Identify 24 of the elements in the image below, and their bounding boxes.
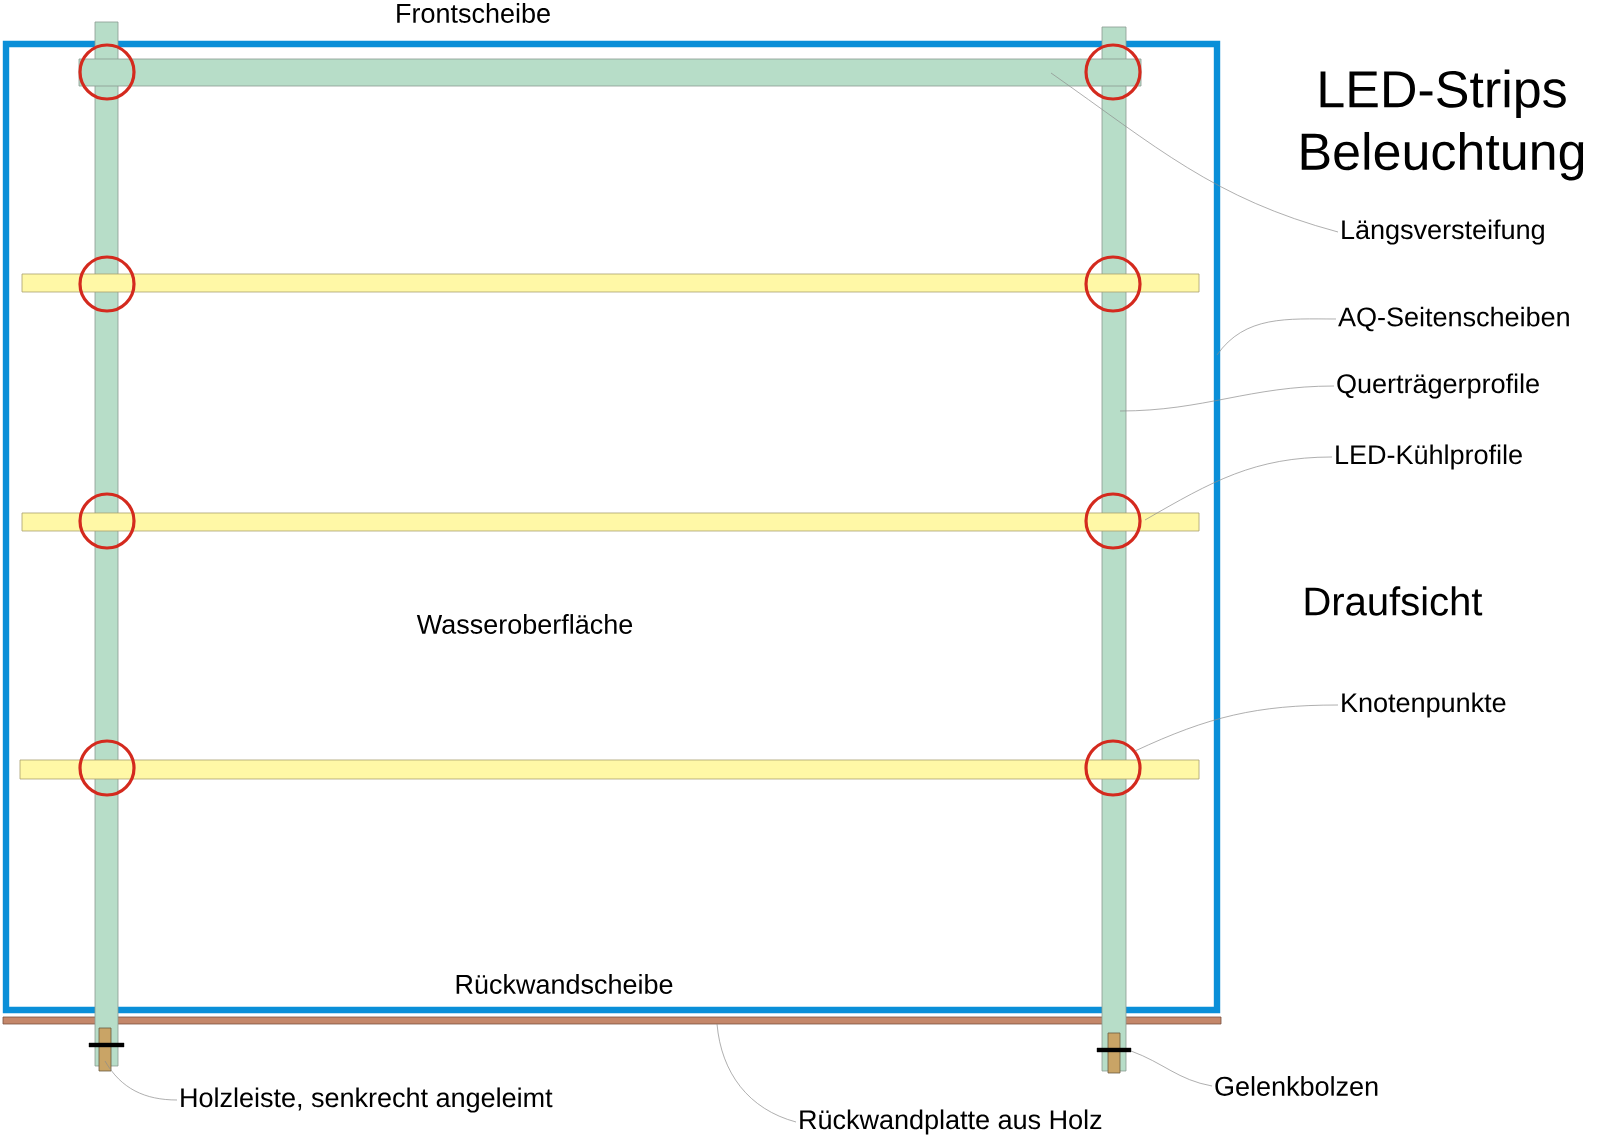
part-label: Draufsicht: [1305, 586, 1483, 616]
leader-line: [1119, 385, 1335, 412]
back-plate: [2, 1016, 1222, 1025]
callout-label: Rückwandplatte aus Holz: [800, 1109, 1102, 1135]
hinge-bolt: [1096, 1047, 1132, 1053]
leader-line: [1134, 704, 1339, 752]
part-label: Rückwandscheibe: [456, 974, 673, 994]
aquarium-frame: [2, 40, 1221, 1014]
callout-label: LED-Kühlprofile: [1336, 444, 1522, 470]
hinge-bolt: [88, 1042, 125, 1048]
callout-label: Gelenkbolzen: [1215, 1076, 1378, 1096]
callout-label: Querträgerprofile: [1337, 373, 1539, 399]
leader-line: [1216, 318, 1337, 356]
callout-label: Knotenpunkte: [1342, 692, 1506, 718]
title: LED-Strips Beleuchtung: [1301, 69, 1584, 181]
leader-line: [104, 1060, 178, 1101]
leader-line: [1050, 72, 1339, 233]
callout-label: AQ-Seitenscheiben: [1338, 306, 1569, 332]
callout-label: Längsversteifung: [1342, 219, 1544, 245]
part-label: Frontscheibe: [397, 3, 550, 23]
callout-label: Holzleiste, senkrecht angeleimt: [181, 1087, 553, 1113]
leader-line: [716, 1023, 797, 1123]
leader-line: [1144, 456, 1333, 521]
part-label: Wasseroberfläche: [416, 614, 633, 634]
